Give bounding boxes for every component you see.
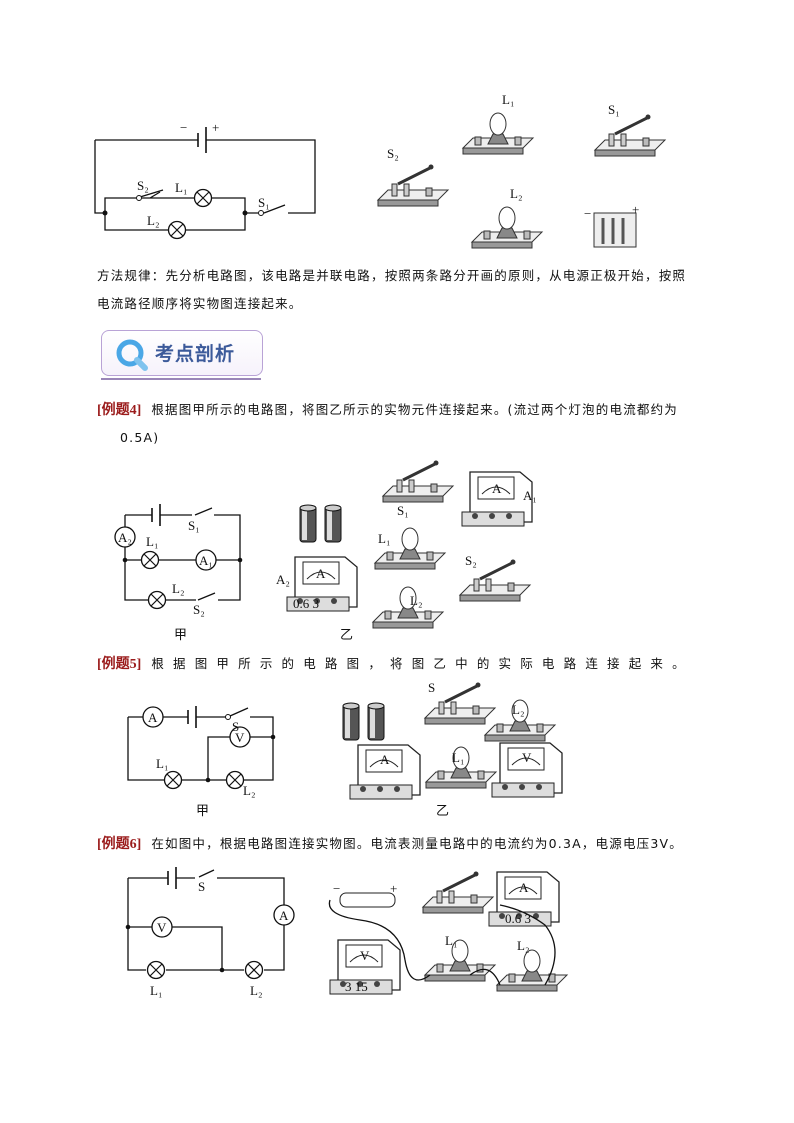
minus-label: −	[180, 120, 187, 135]
s-label: S	[428, 680, 435, 695]
l2-label: L₂	[172, 581, 184, 596]
objects-diagram-4: S₁ A A₁ L₁ A A₂ 0.6 3 S₂ L₂	[276, 461, 537, 629]
example-6-question: [例题6] 在如图中，根据电路图连接实物图。电流表测量电路中的电流约为0.3A，电…	[97, 833, 683, 853]
a-label: A	[279, 908, 289, 923]
a-label: A	[148, 710, 158, 725]
s1-label: S₁	[188, 518, 200, 533]
objects-diagram-6: − + A 0.6 3 V 3 15 L₁ L₂	[328, 872, 567, 995]
meter-v-label: V	[360, 948, 370, 963]
scale-a-label: 0.6 3	[505, 911, 531, 926]
plus-label: +	[390, 881, 397, 896]
circuit-diagram-6: S V A L₁ L₂	[125, 867, 295, 998]
example-5-tag: [例题5]	[97, 657, 142, 672]
l1-label: L₁	[378, 531, 390, 546]
plus-label: +	[632, 202, 639, 217]
method-line-2: 电流路径顺序将实物图连接起来。	[97, 296, 303, 311]
l1-label: L₁	[150, 983, 162, 998]
s1-label: S₁	[258, 195, 270, 210]
l2-label: L₂	[510, 186, 522, 201]
example-6-tag: [例题6]	[97, 837, 142, 852]
s1-label: S₁	[608, 102, 620, 117]
method-line-1: 方法规律：先分析电路图，该电路是并联电路，按照两条路分开画的原则，从电源正极开始…	[97, 268, 687, 283]
l1-label: L₁	[146, 534, 158, 549]
l2-label: L₂	[512, 702, 524, 717]
minus-label: −	[333, 881, 340, 896]
l2-label: L₂	[410, 593, 422, 608]
s-label: S	[232, 719, 239, 734]
circuit-diagram-4: A₂ A₁ S₁ L₁ L₂ S₂	[114, 504, 243, 617]
banner-box	[101, 330, 263, 376]
s2-label: S₂	[387, 146, 399, 161]
l2-label: L₂	[517, 938, 529, 953]
s2-label: S₂	[193, 602, 205, 617]
a1-label: A₁	[523, 488, 537, 503]
minus-label: −	[584, 206, 591, 221]
section-banner: 考点剖析	[97, 330, 265, 382]
l1-label: L₁	[175, 180, 187, 195]
l2-label: L₂	[243, 783, 255, 798]
meter-a-label: A	[519, 880, 529, 895]
example-4-line-1: 根据图甲所示的电路图，将图乙所示的实物元件连接起来。(流过两个灯泡的电流都约为	[151, 402, 679, 417]
caption-jia: 甲	[196, 804, 211, 819]
meter-a-label: A	[316, 566, 326, 581]
l2-label: L₂	[250, 983, 262, 998]
battery-pack	[593, 212, 637, 248]
example-5-question: [例题5] 根据图甲所示的电路图，将图乙中的实际电路连接起来。	[97, 653, 694, 673]
example-4-tag: [例题4]	[97, 403, 142, 418]
v-label: V	[235, 730, 245, 745]
objects-diagram-5: S L₂ A L₁ V	[342, 680, 563, 800]
s1-label: S₁	[397, 503, 409, 518]
l1-label: L₁	[502, 92, 514, 107]
example-4-line-2: 0.5A)	[120, 430, 160, 445]
circuit-diagram-1: − + S₂ L₁ L₂ S₁	[94, 120, 316, 240]
s-label: S	[198, 879, 205, 894]
scale-v-label: 3 15	[345, 979, 368, 994]
meter-a-label: A	[380, 752, 390, 767]
s2-label: S₂	[137, 178, 149, 193]
s2-label: S₂	[465, 553, 477, 568]
l1-label: L₁	[445, 933, 457, 948]
v-label: V	[157, 920, 167, 935]
a2-label: A₂	[118, 530, 132, 545]
example-4-question: [例题4] 根据图甲所示的电路图，将图乙所示的实物元件连接起来。(流过两个灯泡的电…	[97, 399, 678, 419]
banner-underline	[101, 378, 261, 380]
battery	[339, 892, 396, 908]
example-6-line-1: 在如图中，根据电路图连接实物图。电流表测量电路中的电流约为0.3A，电源电压3V…	[151, 836, 683, 851]
caption-yi: 乙	[436, 804, 451, 819]
caption-yi: 乙	[340, 628, 355, 643]
a2-label: A₂	[276, 572, 290, 587]
l1-label: L₁	[156, 756, 168, 771]
l1-label: L₁	[452, 750, 464, 765]
l2-label: L₂	[147, 213, 159, 228]
objects-diagram-1: L₁ S₁ S₂ L₂ − +	[378, 92, 665, 248]
meter-v-label: V	[522, 750, 532, 765]
a1-label: A₁	[199, 553, 213, 568]
meter-a-label: A	[492, 481, 502, 496]
caption-jia: 甲	[174, 628, 189, 643]
scale-label: 0.6 3	[293, 596, 319, 611]
circuit-diagram-5: A V S L₁ L₂	[127, 706, 276, 798]
example-5-line-1: 根据图甲所示的电路图，将图乙中的实际电路连接起来。	[151, 656, 694, 671]
search-icon	[116, 339, 148, 371]
plus-label: +	[212, 120, 219, 135]
banner-title: 考点剖析	[155, 343, 236, 365]
